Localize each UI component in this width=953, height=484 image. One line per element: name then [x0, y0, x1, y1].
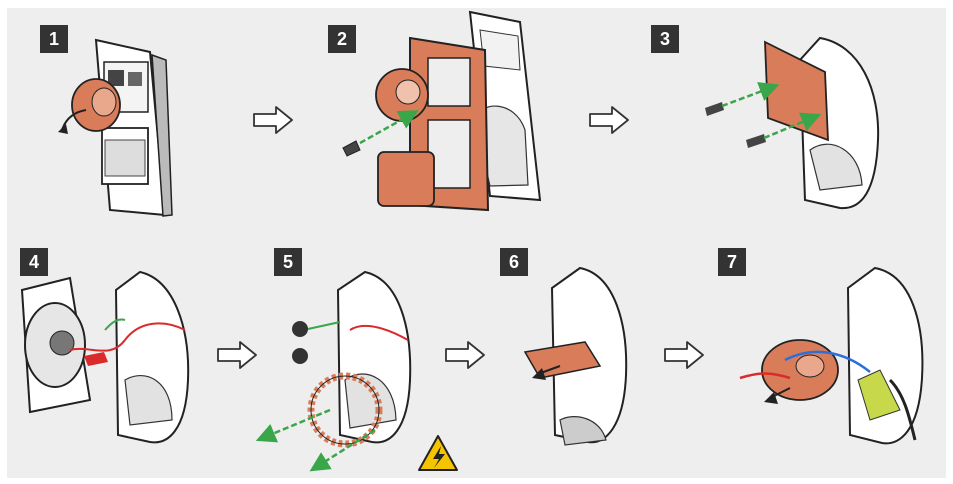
step-6-illustration: [525, 268, 626, 445]
step-4-illustration: [22, 272, 188, 442]
right-arrow-icon: [590, 107, 628, 133]
step-7-illustration: [740, 268, 922, 443]
right-arrow-icon: [218, 342, 256, 368]
step-2-illustration: [343, 12, 540, 210]
step-3-illustration: [705, 38, 878, 208]
high-voltage-warning-icon: [419, 436, 457, 470]
right-arrow-icon: [446, 342, 484, 368]
step-5-illustration: [265, 272, 457, 470]
right-arrow-icon: [254, 107, 292, 133]
step-1-illustration: [58, 40, 172, 216]
right-arrow-icon: [665, 342, 703, 368]
